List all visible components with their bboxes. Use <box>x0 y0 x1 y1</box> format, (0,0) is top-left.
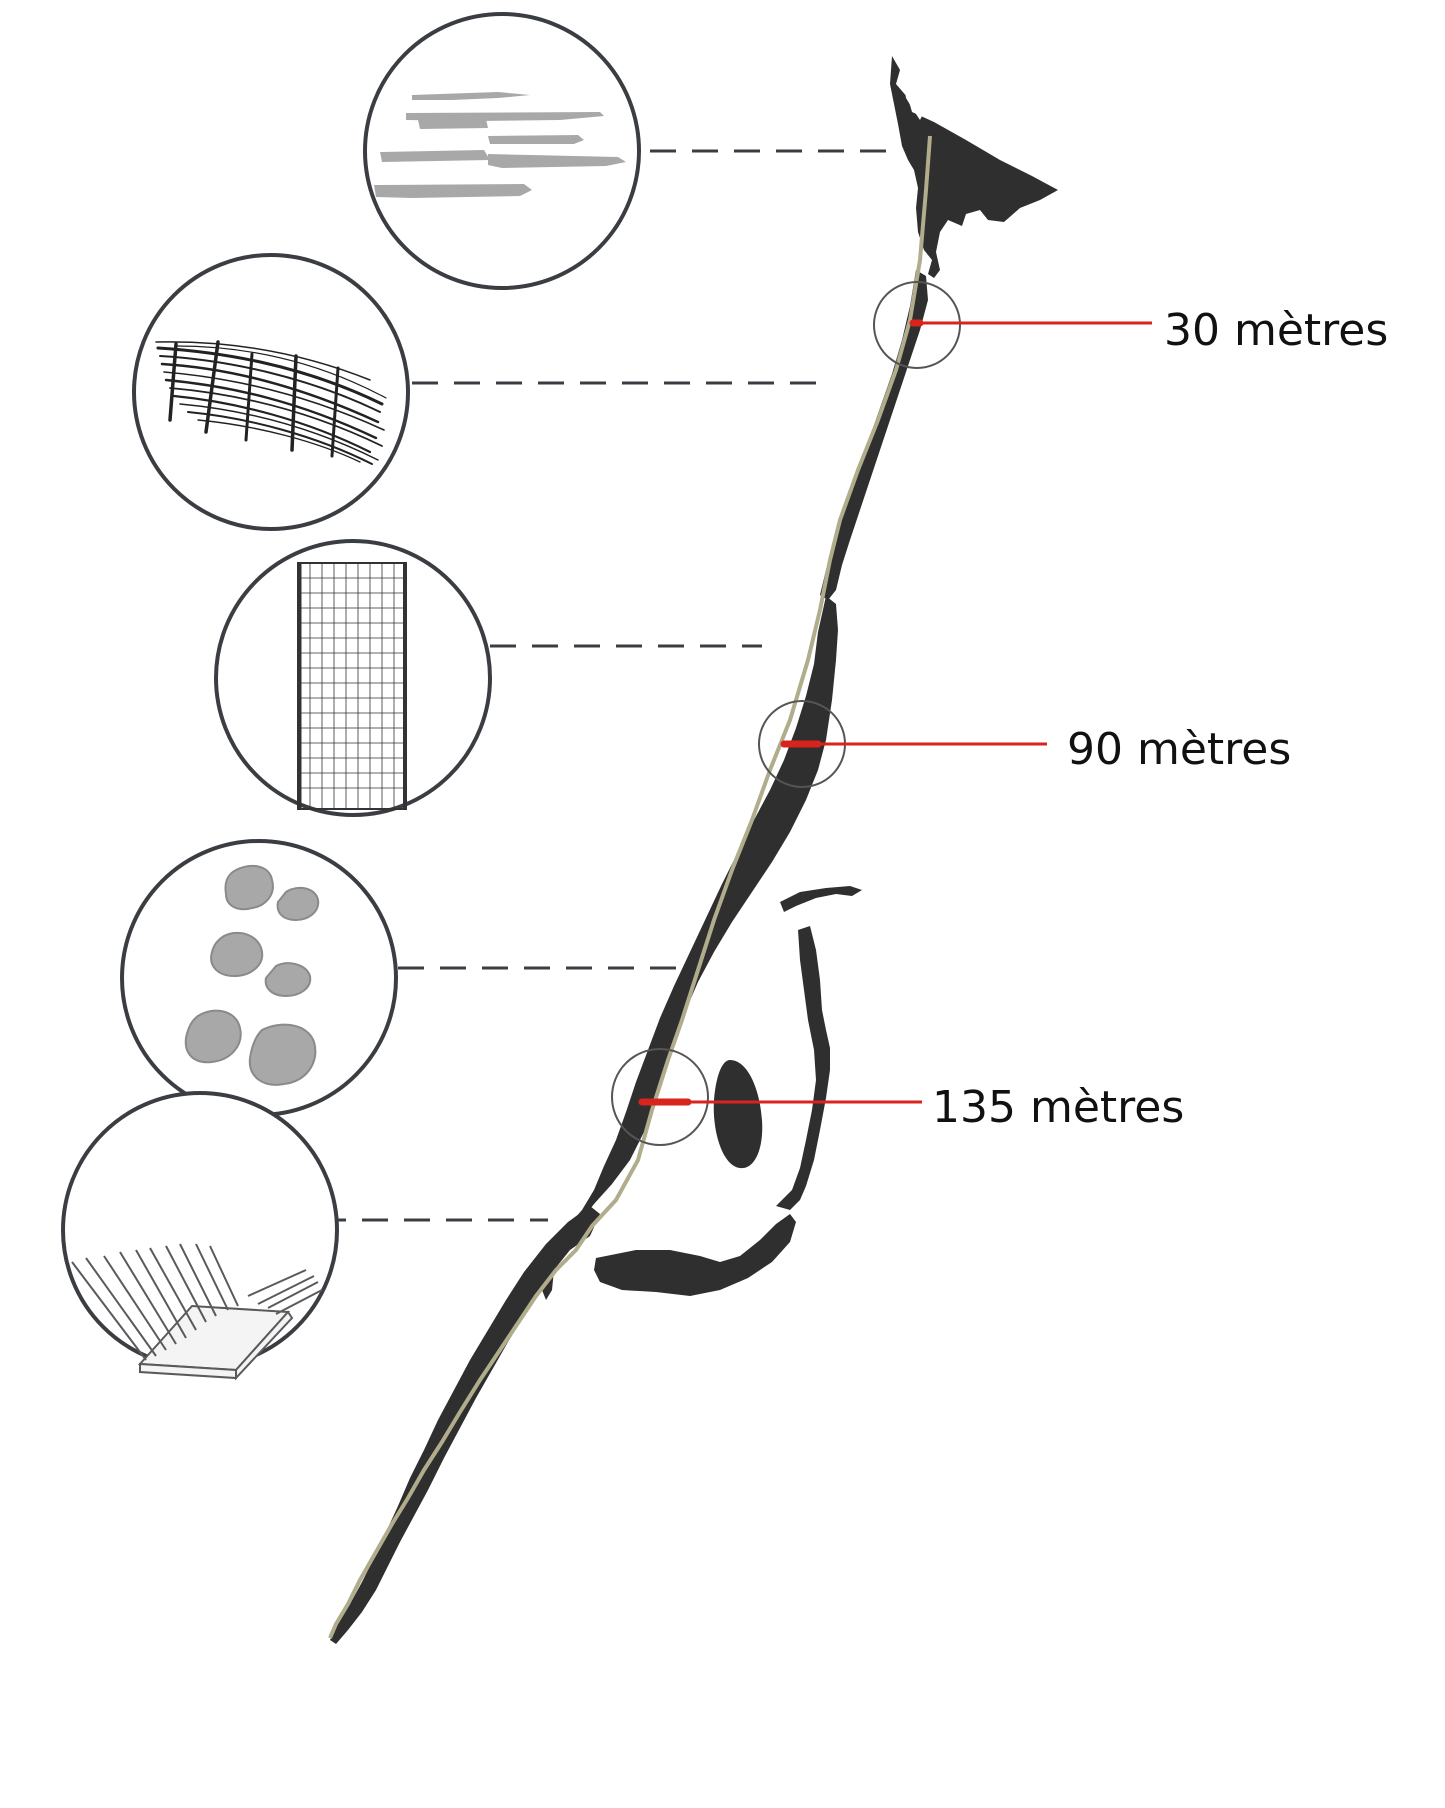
width-label-30: 30 mètres <box>1164 305 1388 356</box>
measurement-ring-30 <box>873 281 961 369</box>
measurement-90: 90 mètres <box>758 700 1291 788</box>
spit-north-inlet <box>904 84 924 120</box>
callout-circle-4 <box>120 839 398 1117</box>
lagoon-oval-islet <box>713 1060 763 1169</box>
woven-branches-fence-icon <box>155 340 387 465</box>
width-label-90: 90 mètres <box>1067 724 1291 775</box>
width-label-135: 135 mètres <box>932 1082 1184 1133</box>
measurement-135: 135 mètres <box>611 1048 1184 1146</box>
spit-north-tip <box>890 56 1058 278</box>
callout-circle-3 <box>214 539 492 817</box>
measurement-30: 30 mètres <box>873 281 1388 369</box>
wire-mesh-grid-icon <box>297 562 407 810</box>
slatted-fence-barrier-icon <box>71 1243 323 1381</box>
lagoon-crescent <box>780 886 862 912</box>
gray-strokes-texture-icon <box>374 92 626 198</box>
coastal-trail-line <box>328 135 932 1639</box>
gray-stones-icon <box>184 864 320 1086</box>
callout-circle-5 <box>61 1091 339 1381</box>
callout-circle-2 <box>132 253 410 531</box>
spit-south-body <box>558 596 838 1242</box>
measurement-ring-135 <box>611 1048 709 1146</box>
lagoon-south-band <box>594 1214 796 1296</box>
lagoon-east-arm <box>776 926 830 1210</box>
spit-south-tail <box>330 1206 600 1644</box>
callout-circle-1 <box>363 12 641 290</box>
spit-landmass <box>330 56 1058 1644</box>
